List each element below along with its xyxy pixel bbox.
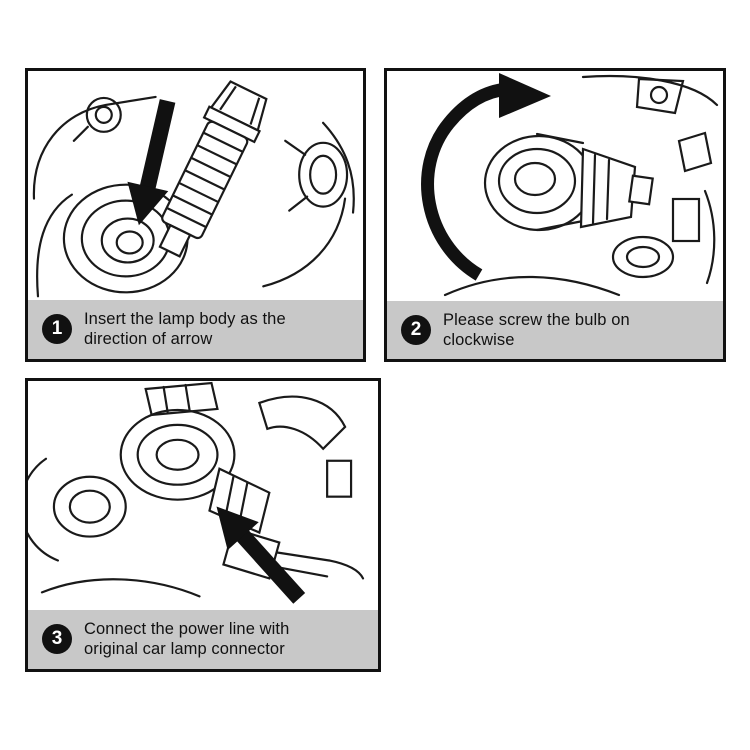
step-2-caption-text: Please screw the bulb on clockwise (443, 310, 630, 349)
step-1-caption: 1 Insert the lamp body as the direction … (28, 300, 363, 359)
step-2-number-badge: 2 (401, 315, 431, 345)
step-1-caption-text: Insert the lamp body as the direction of… (84, 310, 286, 349)
lamp-insert-drawing (32, 80, 355, 298)
panel-step-3: 3 Connect the power line with original c… (25, 378, 381, 672)
connect-power-drawing (28, 381, 365, 604)
clockwise-rotation-arrow-icon (421, 73, 551, 281)
step-3-number-badge: 3 (42, 624, 72, 655)
connect-direction-arrow-icon (216, 506, 306, 604)
step-2-caption: 2 Please screw the bulb on clockwise (387, 301, 723, 359)
step-1-illustration (28, 71, 363, 301)
lamp-bulb-drawing (158, 80, 268, 258)
step-3-caption-text: Connect the power line with original car… (84, 620, 290, 659)
step-2-illustration (387, 71, 723, 301)
step-1-number-badge: 1 (42, 314, 72, 345)
panel-step-2: 2 Please screw the bulb on clockwise (384, 68, 726, 362)
step-3-illustration (28, 381, 378, 611)
screw-bulb-drawing (421, 73, 719, 297)
insert-direction-arrow-icon (127, 99, 176, 226)
panel-step-1: 1 Insert the lamp body as the direction … (25, 68, 366, 362)
step-3-caption: 3 Connect the power line with original c… (28, 610, 378, 669)
